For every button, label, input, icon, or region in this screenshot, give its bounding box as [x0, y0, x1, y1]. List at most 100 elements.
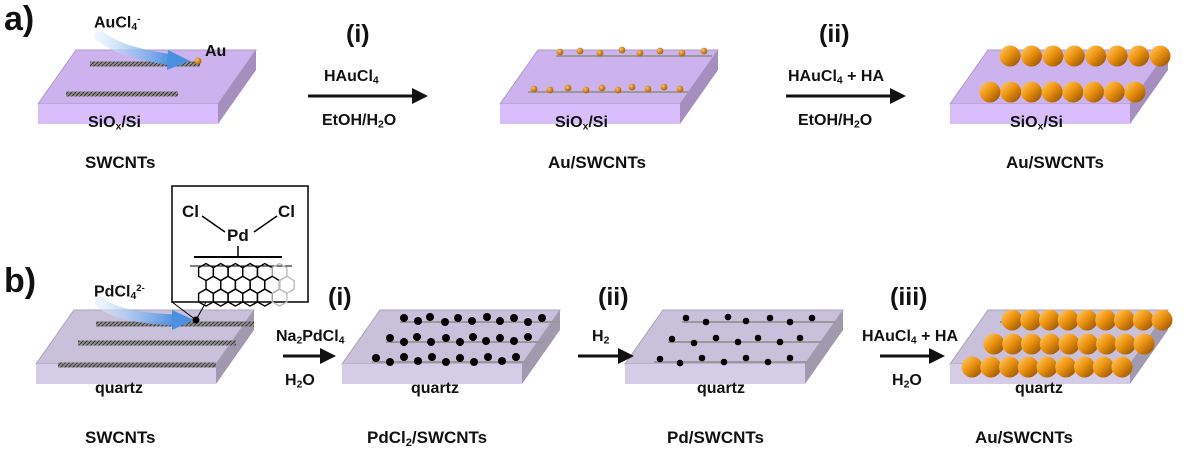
small-gold-particle	[530, 85, 538, 93]
large-gold-particle	[1062, 81, 1084, 103]
a-substrate-2: SiOx/Si	[555, 114, 608, 133]
pdcl2-particle	[441, 318, 449, 326]
pdcl2-particle	[456, 338, 464, 346]
pdcl2-particle	[482, 337, 490, 345]
small-gold-particle	[656, 47, 664, 55]
pdcl2-particle	[442, 358, 450, 366]
tube-b1-2	[78, 340, 236, 346]
pd-nanotube-inset	[171, 185, 309, 321]
slab-b1-front	[36, 364, 216, 384]
small-gold-particle	[700, 47, 708, 55]
a-substrate-3: SiOx/Si	[1010, 114, 1063, 133]
pd-particle	[796, 334, 804, 342]
au-atom	[194, 57, 202, 65]
large-gold-particle	[1133, 333, 1155, 355]
large-gold-particle	[1092, 356, 1114, 378]
arrow-a-ii-head	[890, 88, 906, 104]
slab-a1-side	[218, 50, 256, 124]
small-gold-particle	[582, 86, 590, 94]
large-gold-particle	[1077, 333, 1099, 355]
reaction-arrows	[283, 88, 945, 364]
large-gold-particle	[1114, 309, 1135, 331]
a-caption-3: Au/SWCNTs	[1006, 153, 1104, 172]
large-gold-particle	[1002, 333, 1024, 355]
large-gold-particle	[1055, 356, 1077, 378]
small-gold-particle	[556, 48, 564, 56]
large-gold-particle	[1103, 81, 1125, 103]
large-gold-particle	[1058, 333, 1080, 355]
tube-b1-3	[58, 362, 216, 368]
large-gold-particle	[1076, 309, 1098, 331]
b-substrate-1: quartz	[95, 380, 143, 397]
lattice-hexagon	[271, 288, 288, 307]
a-step-i-reagent: HAuCl4	[324, 68, 379, 87]
b-step-iii-reagent: HAuCl4 + HA	[862, 328, 959, 347]
pdcl2-particle	[400, 338, 408, 346]
large-gold-particle	[999, 356, 1020, 378]
pd-particle	[656, 355, 664, 363]
slab-a1-front	[38, 104, 218, 124]
large-gold-particle	[980, 356, 1002, 378]
slab-b3-front	[625, 364, 805, 384]
pd-particle	[764, 358, 772, 366]
small-gold-particle	[618, 46, 626, 54]
b-substrate-4: quartz	[1015, 380, 1063, 397]
arrow-b-ii-head	[618, 348, 634, 364]
pd-particle	[720, 358, 728, 366]
slab-a2-top	[499, 49, 719, 105]
a-caption-1: SWCNTs	[85, 153, 156, 172]
small-gold-particle	[598, 84, 606, 92]
panel-a-label: a)	[4, 0, 35, 38]
small-gold-particle	[628, 83, 636, 91]
pdcl2-particle	[496, 334, 504, 342]
pdcl2-particle	[498, 357, 506, 365]
pdcl2-particle	[400, 314, 408, 322]
pdcl2-particle	[483, 313, 491, 321]
cl-pd-bond-right	[253, 215, 278, 233]
pd-particle	[808, 314, 816, 322]
large-gold-particle	[979, 81, 1001, 103]
pdcl2-particle	[413, 333, 421, 341]
precursor-arrow-b	[94, 296, 182, 326]
large-gold-particle	[1036, 356, 1058, 378]
large-gold-particle	[999, 45, 1021, 67]
b-caption-4: Au/SWCNTs	[975, 428, 1073, 447]
b-step-i-solvent: H2O	[285, 372, 315, 391]
slab-a2-front	[500, 104, 680, 124]
inset-cl-left: Cl	[182, 202, 199, 221]
pd-particle	[742, 354, 750, 362]
inset-cl-right: Cl	[278, 202, 295, 221]
pdcl2-particle	[524, 333, 532, 341]
pdcl2-particle	[414, 317, 422, 325]
large-gold-particle	[961, 356, 983, 378]
pdcl2-particle	[454, 314, 462, 322]
small-gold-particle	[564, 84, 572, 92]
small-gold-particle	[596, 49, 604, 57]
pd-particle	[690, 339, 698, 347]
pdcl2-particle	[469, 333, 477, 341]
pd-particle	[698, 354, 706, 362]
large-gold-particle	[1000, 81, 1022, 103]
aucl4-precursor-label: AuCl4-	[94, 14, 141, 33]
pd-particle	[734, 338, 742, 346]
pdcl2-particle	[538, 314, 546, 322]
large-gold-particle	[1017, 356, 1039, 378]
a-step-ii: (ii)	[819, 20, 850, 48]
b-step-ii: (ii)	[598, 283, 629, 311]
pdcl2-particle	[510, 314, 518, 322]
pdcl2-particle	[372, 354, 380, 362]
tube-a1-2	[66, 91, 178, 97]
large-gold-particle	[1085, 45, 1107, 67]
b-substrate-2: quartz	[411, 380, 459, 397]
a-caption-2: Au/SWCNTs	[548, 153, 646, 172]
pd-particle	[702, 318, 710, 326]
b-substrate-3: quartz	[697, 380, 745, 397]
large-gold-particle	[1020, 45, 1042, 67]
pdcl2-particle	[426, 313, 434, 321]
large-gold-particle	[1021, 333, 1042, 355]
large-gold-particle	[1063, 45, 1085, 67]
particle-layer	[372, 45, 1173, 378]
large-gold-particle	[1039, 309, 1060, 331]
b-caption-1: SWCNTs	[85, 428, 156, 447]
pdcl4-precursor-label: PdCl42-	[94, 283, 145, 302]
